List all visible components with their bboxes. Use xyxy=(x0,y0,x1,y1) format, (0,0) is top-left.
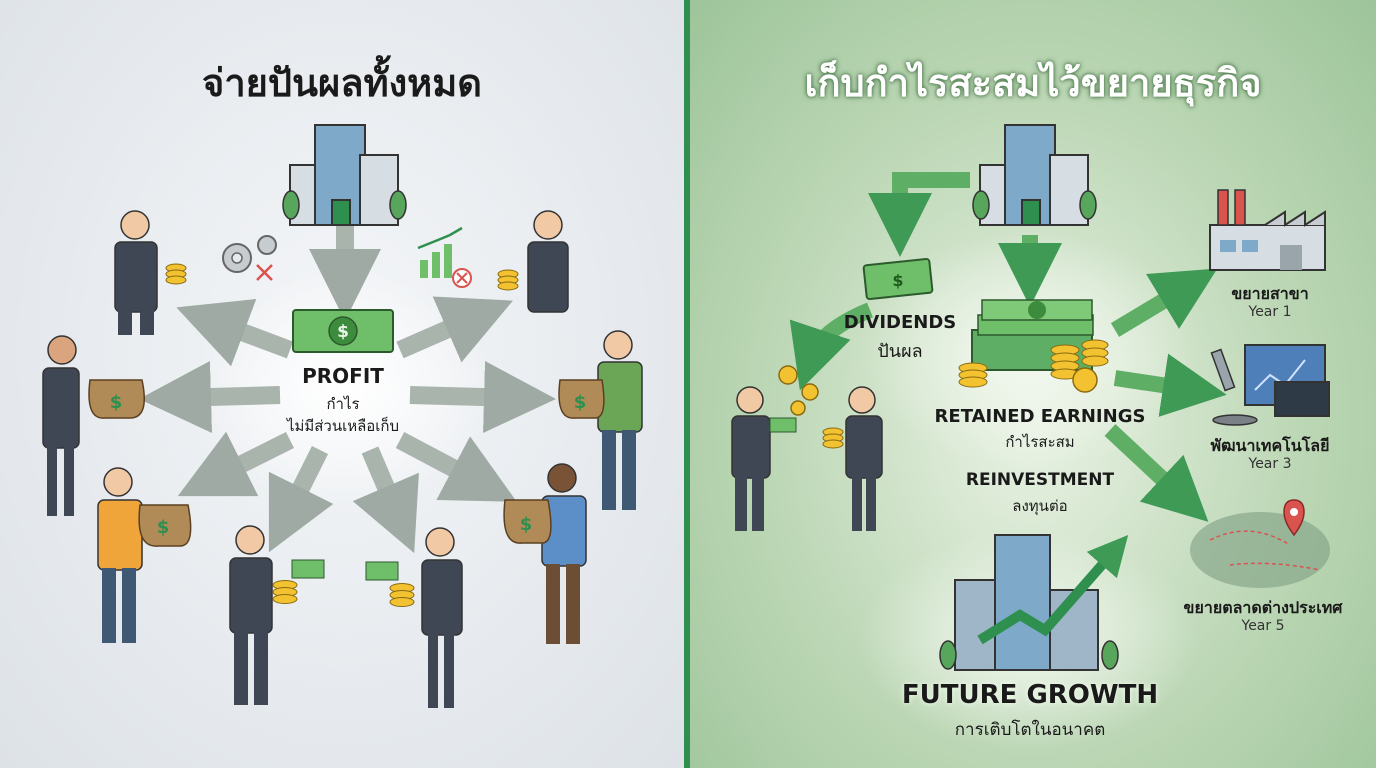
future-growth-sub-label: การเติบโตในอนาคต xyxy=(954,720,1106,740)
falling-coins-icon xyxy=(778,365,819,416)
left-title: จ่ายปันผลทั้งหมด xyxy=(202,61,482,105)
retained-earnings-sub-label: กำไรสะสม xyxy=(1005,433,1075,451)
svg-text:$: $ xyxy=(520,514,533,535)
company-building-icon xyxy=(282,124,407,226)
retained-money-stack-icon xyxy=(958,299,1109,393)
dividend-banknote-icon: $ xyxy=(862,257,934,301)
left-illustration: $ $ $ xyxy=(42,124,643,708)
right-title: เก็บกำไรสะสมไว้ขยายธุรกิจ xyxy=(804,61,1262,105)
left-panel-pay-all-dividends: $ $ $ xyxy=(0,0,684,768)
svg-text:$: $ xyxy=(157,517,170,538)
company-building-icon xyxy=(972,124,1097,226)
flow-arrows xyxy=(789,172,1227,522)
world-map-expansion-icon xyxy=(1190,499,1330,588)
profit-banknote-icon: $ xyxy=(292,309,394,353)
reinvestment-sub-label: ลงทุนต่อ xyxy=(1012,497,1068,515)
gear-blocked-icon xyxy=(222,235,277,281)
goal-technology-year: Year 3 xyxy=(1248,456,1292,472)
technology-development-icon xyxy=(1210,344,1330,426)
no-retained-label: ไม่มีส่วนเหลือเก็บ xyxy=(286,417,400,435)
panel-divider xyxy=(684,0,690,768)
right-panel-retain-earnings: $ xyxy=(690,0,1376,768)
payout-arrows xyxy=(139,225,556,554)
profit-sub-label: กำไร xyxy=(326,395,360,413)
growth-chart-blocked-icon xyxy=(417,226,472,288)
reinvestment-label: REINVESTMENT xyxy=(965,470,1115,490)
goal-branch-label: ขยายสาขา xyxy=(1231,284,1309,303)
factory-branch-icon xyxy=(1209,189,1326,271)
right-illustration: $ xyxy=(731,124,1330,750)
goal-branch-year: Year 1 xyxy=(1248,304,1292,320)
profit-label: PROFIT xyxy=(302,364,384,388)
goal-international-label: ขยายตลาดต่างประเทศ xyxy=(1183,598,1343,617)
shareholder-figures xyxy=(731,386,883,531)
shareholder-figures: $ $ $ $ xyxy=(42,210,643,708)
future-growth-label: FUTURE GROWTH xyxy=(901,680,1159,710)
svg-text:$: $ xyxy=(110,392,123,413)
dividends-label: DIVIDENDS xyxy=(843,312,957,333)
goal-international-year: Year 5 xyxy=(1241,618,1285,634)
future-growth-city-icon xyxy=(939,534,1129,671)
retained-earnings-label: RETAINED EARNINGS xyxy=(934,406,1146,427)
svg-text:$: $ xyxy=(337,322,349,342)
svg-text:$: $ xyxy=(574,392,587,413)
svg-text:$: $ xyxy=(892,271,903,290)
goal-technology-label: พัฒนาเทคโนโลยี xyxy=(1210,436,1330,455)
dividends-sub-label: ปันผล xyxy=(877,341,923,362)
